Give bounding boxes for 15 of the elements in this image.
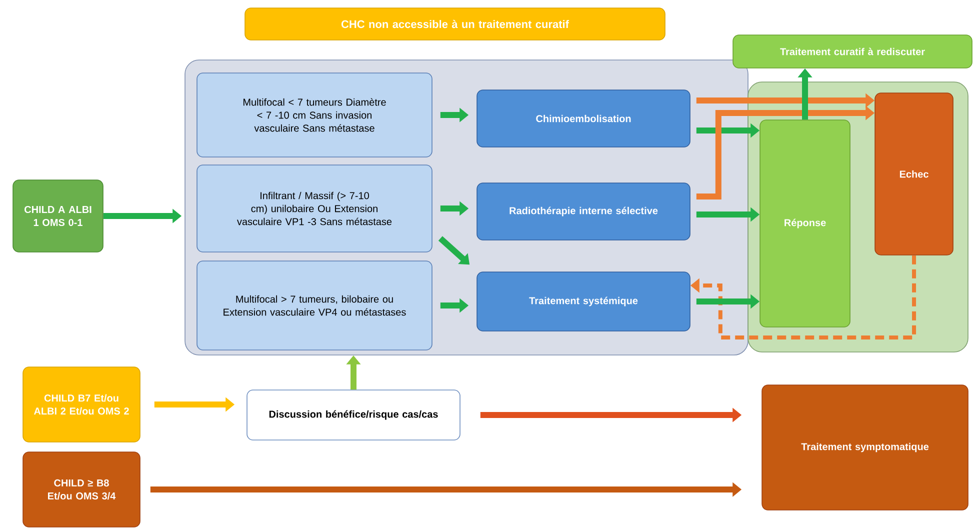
treatment-box: Chimioembolisation xyxy=(476,90,690,148)
discussion-box: Discussion bénéfice/risque cas/cas xyxy=(246,390,460,440)
criteria-box: Multifocal < 7 tumeurs Diamètre < 7 -10 cm Sans invasion vasculaire Sans métastase xyxy=(196,72,432,158)
treatment-box: Traitement symptomatique xyxy=(762,384,968,510)
outcome-box: Traitement curatif à rediscuter xyxy=(732,34,972,68)
patient-box: CHILD ≥ B8 Et/ou OMS 3/4 xyxy=(22,452,140,528)
heading-box: CHC non accessible à un traitement curatif xyxy=(244,8,666,40)
patient-box: CHILD B7 Et/ou ALBI 2 Et/ou OMS 2 xyxy=(22,366,140,442)
patient-box: CHILD A ALBI 1 OMS 0-1 xyxy=(12,180,104,252)
criteria-box: Infiltrant / Massif (> 7-10 cm) unilobaire Ou Extension vasculaire VP1 -3 Sans métastase xyxy=(196,164,432,252)
response-bar: Réponse xyxy=(760,120,850,328)
criteria-box: Multifocal > 7 tumeurs, bilobaire ou Extension vasculaire VP4 ou métastases xyxy=(196,260,432,350)
treatment-box: Traitement systémique xyxy=(476,272,690,332)
failure-bar: Echec xyxy=(874,92,954,256)
treatment-box: Radiothérapie interne sélective xyxy=(476,182,690,240)
